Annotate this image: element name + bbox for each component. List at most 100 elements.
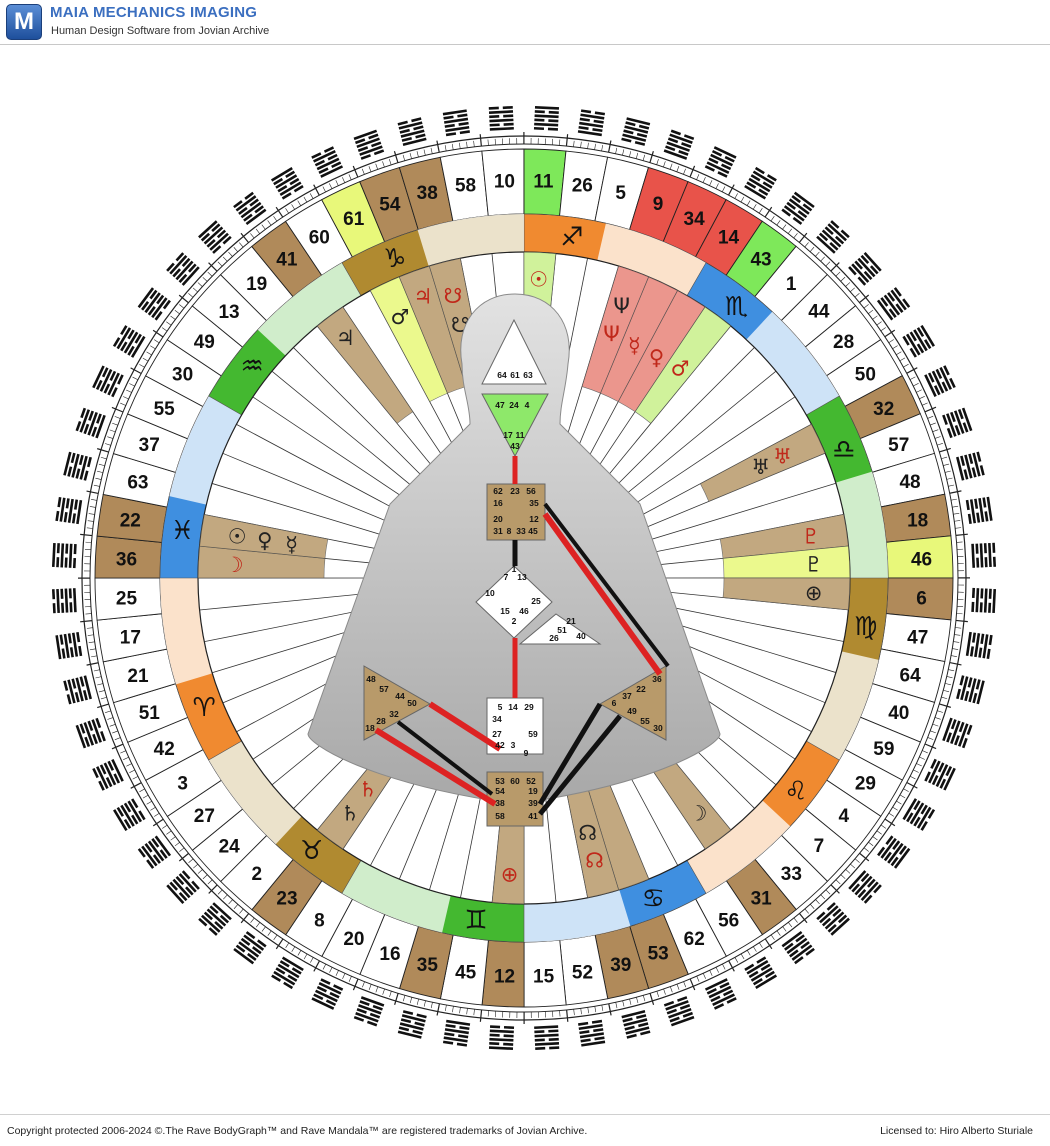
degree-tick: [262, 927, 266, 932]
degree-tick: [304, 197, 307, 202]
degree-tick: [864, 304, 869, 308]
bodygraph-gate-label: 12: [529, 514, 539, 524]
zodiac-glyph: ♒: [240, 352, 263, 382]
degree-tick: [609, 141, 611, 153]
degree-tick: [954, 635, 960, 636]
bodygraph-gate-label: 6: [612, 698, 617, 708]
degree-tick: [268, 220, 271, 225]
degree-tick: [588, 1007, 589, 1013]
degree-tick: [741, 954, 744, 959]
degree-tick: [951, 499, 957, 500]
degree-tick: [110, 430, 116, 432]
degree-tick: [896, 352, 901, 355]
degree-tick: [101, 457, 107, 459]
degree-tick: [643, 155, 645, 161]
degree-tick: [889, 813, 894, 816]
degree-tick: [881, 825, 886, 828]
hexagram-icon: [166, 252, 200, 286]
bodygraph-gate-label: 33: [516, 526, 526, 536]
degree-tick: [919, 396, 924, 398]
bodygraph-gate-label: 52: [526, 776, 536, 786]
degree-tick: [268, 931, 271, 936]
degree-tick: [841, 277, 845, 281]
degree-tick: [228, 252, 232, 256]
degree-tick: [777, 220, 780, 225]
planet-glyph: ♄: [359, 777, 378, 801]
gate-number: 5: [615, 183, 626, 204]
planet-glyph: ♅: [751, 455, 770, 479]
hexagram-icon: [113, 325, 146, 358]
gate-number: 43: [750, 249, 771, 270]
degree-tick: [431, 148, 432, 154]
degree-tick: [218, 262, 222, 266]
gate-number: 30: [172, 364, 193, 385]
bodygraph-gate-label: 54: [495, 786, 505, 796]
gate-number: 51: [139, 703, 161, 724]
degree-tick: [105, 711, 111, 713]
degree-tick: [877, 322, 882, 325]
hexagram-icon: [621, 1010, 650, 1039]
degree-tick: [143, 358, 148, 361]
gate-number: 6: [916, 588, 927, 609]
zodiac-glyph: ♓: [171, 516, 194, 546]
degree-tick: [437, 141, 439, 153]
gate-number: 52: [572, 963, 593, 984]
degree-tick: [189, 859, 194, 863]
copyright-text: Copyright protected 2006-2024 ©.The Rave…: [7, 1125, 587, 1137]
planet-glyph: ♃: [336, 326, 355, 350]
degree-tick: [179, 305, 184, 309]
bodygraph-gate-label: 64: [497, 370, 507, 380]
degree-tick: [171, 837, 176, 841]
degree-tick: [595, 144, 596, 150]
hexagram-icon: [311, 978, 343, 1010]
degree-tick: [950, 491, 962, 493]
hexagram-icon: [233, 192, 266, 225]
gate-number: 56: [718, 910, 739, 931]
degree-tick: [166, 322, 171, 325]
zodiac-glyph: ♉: [300, 836, 323, 866]
degree-tick: [846, 869, 850, 873]
degree-tick: [956, 534, 968, 535]
degree-tick: [677, 166, 679, 172]
degree-tick: [877, 831, 882, 834]
degree-tick: [951, 656, 957, 657]
bodygraph-gate-label: 43: [510, 441, 520, 451]
planet-glyph: ♄: [341, 802, 360, 826]
degree-tick: [930, 731, 936, 733]
bodygraph-gate-label: 58: [495, 811, 505, 821]
hexagram-icon: [354, 130, 385, 160]
bodygraph-gate-label: 24: [509, 400, 519, 410]
zodiac-glyph: ♎: [832, 435, 855, 465]
degree-tick: [910, 776, 915, 779]
gate-number: 32: [873, 399, 894, 420]
degree-tick: [841, 875, 845, 879]
degree-tick: [805, 909, 809, 914]
bodygraph-gate-label: 23: [510, 486, 520, 496]
degree-tick: [445, 1005, 446, 1011]
degree-tick: [166, 831, 171, 834]
hexagram-icon: [233, 931, 266, 964]
hexagram-icon: [971, 588, 996, 613]
gate-number: 36: [116, 550, 137, 571]
hexagram-icon: [705, 978, 737, 1010]
degree-tick: [893, 807, 898, 810]
hexagram-icon: [166, 870, 200, 904]
degree-tick: [788, 229, 792, 234]
degree-tick: [452, 144, 453, 150]
bodygraph-gate-label: 38: [495, 798, 505, 808]
degree-tick: [950, 663, 962, 665]
degree-tick: [933, 724, 939, 726]
degree-tick: [80, 534, 92, 535]
degree-tick: [602, 1005, 603, 1011]
degree-tick: [697, 976, 699, 982]
gate-number: 59: [873, 739, 894, 760]
gate-number: 24: [219, 836, 241, 857]
degree-tick: [229, 900, 233, 904]
degree-tick: [900, 358, 905, 361]
bodygraph-gate-label: 48: [366, 674, 376, 684]
degree-tick: [771, 935, 774, 940]
degree-tick: [389, 991, 391, 997]
degree-tick: [664, 989, 666, 995]
degree-tick: [836, 272, 840, 276]
gate-number: 50: [855, 364, 876, 385]
